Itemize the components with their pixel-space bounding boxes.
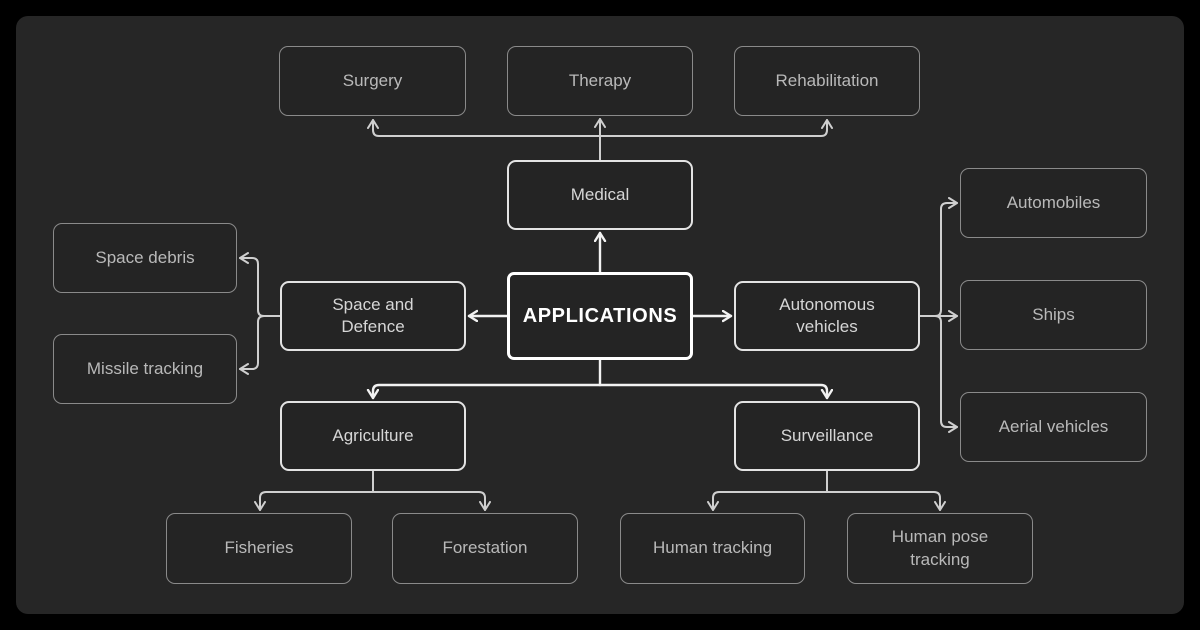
node-missile-tracking: Missile tracking — [53, 334, 237, 404]
node-surveillance: Surveillance — [734, 401, 920, 471]
node-automobiles: Automobiles — [960, 168, 1147, 238]
node-human-pose-tracking: Human pose tracking — [847, 513, 1033, 584]
node-rehabilitation: Rehabilitation — [734, 46, 920, 116]
node-autonomous-vehicles-label: Autonomous vehicles — [779, 294, 875, 336]
node-autonomous-vehicles: Autonomous vehicles — [734, 281, 920, 351]
node-space-debris-label: Space debris — [95, 247, 195, 267]
node-medical: Medical — [507, 160, 693, 230]
node-ships: Ships — [960, 280, 1147, 350]
node-surgery-label: Surgery — [342, 70, 403, 90]
node-rehabilitation-label: Rehabilitation — [775, 70, 879, 90]
node-automobiles-label: Automobiles — [1006, 192, 1101, 212]
node-applications-label: APPLICATIONS — [522, 305, 678, 327]
node-applications: APPLICATIONS — [507, 272, 693, 360]
node-therapy-label: Therapy — [568, 70, 632, 90]
node-ships-label: Ships — [1032, 304, 1075, 324]
node-fisheries: Fisheries — [166, 513, 352, 584]
node-human-pose-tracking-label: Human pose tracking — [891, 527, 989, 569]
node-aerial-vehicles: Aerial vehicles — [960, 392, 1147, 462]
node-forestation: Forestation — [392, 513, 578, 584]
node-therapy: Therapy — [507, 46, 693, 116]
node-surveillance-label: Surveillance — [780, 425, 874, 445]
node-forestation-label: Forestation — [442, 538, 528, 558]
node-surgery: Surgery — [279, 46, 466, 116]
node-human-tracking-label: Human tracking — [652, 538, 773, 558]
node-space-debris: Space debris — [53, 223, 237, 293]
node-space-and-defence: Space and Defence — [280, 281, 466, 351]
node-aerial-vehicles-label: Aerial vehicles — [998, 416, 1109, 436]
node-agriculture-label: Agriculture — [332, 425, 414, 445]
node-missile-tracking-label: Missile tracking — [86, 358, 204, 378]
node-medical-label: Medical — [570, 184, 630, 204]
node-human-tracking: Human tracking — [620, 513, 805, 584]
node-agriculture: Agriculture — [280, 401, 466, 471]
node-space-and-defence-label: Space and Defence — [332, 294, 414, 336]
node-fisheries-label: Fisheries — [224, 538, 294, 558]
